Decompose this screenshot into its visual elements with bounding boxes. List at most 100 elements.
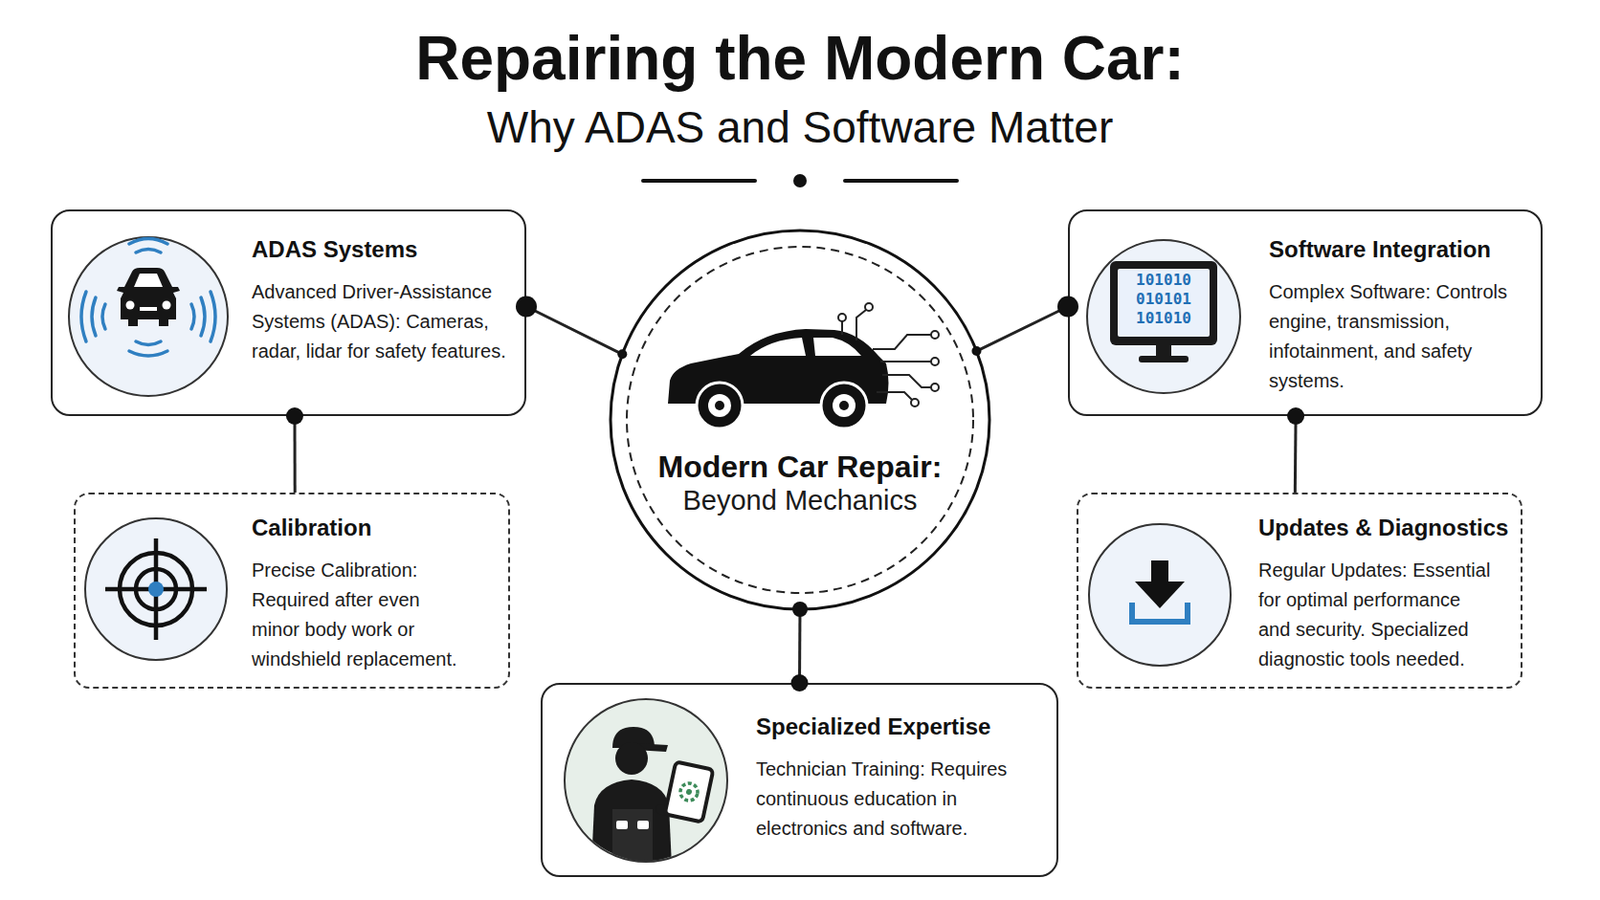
radar-waves (210, 291, 216, 342)
adas-icon (139, 307, 157, 312)
radar-waves (81, 239, 216, 357)
adas-icon (116, 267, 180, 327)
calibration-icon (135, 569, 177, 610)
tablet (678, 781, 699, 802)
text-group: Specialized ExpertiseTechnician Training… (755, 712, 1020, 845)
tablet (665, 761, 714, 823)
detail-box: Updates & DiagnosticsRegular Updates: Es… (1076, 492, 1523, 689)
node-heading: ADAS Systems (251, 235, 520, 265)
car-illustration (750, 337, 806, 356)
technician-figure (660, 801, 683, 812)
text-group: Modern Car Repair:Beyond Mechanics (608, 449, 992, 517)
download-icon (1088, 524, 1231, 667)
binary-digits: 101010 (1125, 270, 1202, 290)
adas-icon (133, 273, 163, 288)
radar-waves (191, 304, 195, 330)
download-icon (1151, 560, 1169, 584)
car-illustration (696, 382, 743, 429)
software-icon (1110, 261, 1218, 346)
node-body: Advanced Driver-Assistance Systems (ADAS… (251, 277, 520, 367)
connector-line (798, 609, 802, 684)
calibration-icon (154, 538, 159, 641)
node-heading: Specialized Expertise (755, 712, 1020, 742)
connector-dot (971, 346, 981, 356)
connector-dot (791, 674, 809, 692)
software-icon (1117, 268, 1210, 337)
node-body: Regular Updates: Essential for optimal p… (1258, 555, 1498, 675)
info-box: ADAS SystemsAdvanced Driver-Assistance S… (50, 209, 527, 417)
circuit-nodes (838, 313, 846, 322)
binary-digits: 010101 (1125, 289, 1202, 310)
car-illustration (813, 337, 862, 356)
circuit-nodes (931, 383, 939, 392)
radar-waves (91, 297, 96, 336)
software-icon (1087, 240, 1241, 394)
text-group: CalibrationPrecise Calibration: Required… (251, 513, 467, 675)
circuit-nodes (931, 331, 939, 339)
circle-outline (608, 228, 992, 612)
node-body: Complex Software: Controls engine, trans… (1268, 277, 1514, 397)
download-icon (1088, 524, 1231, 667)
radar-waves (135, 341, 161, 346)
node-body: Precise Calibration: Required after even… (251, 555, 467, 675)
binary-digits: 101010 (1125, 309, 1202, 329)
download-icon (1132, 602, 1188, 623)
title-divider (643, 178, 756, 183)
connector-line (292, 416, 296, 493)
circuit-nodes (838, 303, 939, 407)
technician-figure (591, 727, 683, 867)
calibration-icon (148, 581, 164, 598)
circuit-nodes (865, 303, 873, 312)
calibration-icon (85, 518, 227, 661)
hub-circle: Modern Car Repair:Beyond Mechanics (608, 228, 992, 612)
node-heading: Updates & Diagnostics (1258, 513, 1498, 543)
technician-figure (615, 742, 648, 776)
car-illustration (839, 400, 849, 411)
circle-outline (610, 230, 990, 610)
technician-figure (591, 779, 672, 867)
calibration-icon (119, 553, 193, 626)
connector-dot (1057, 296, 1079, 318)
connector-line (1293, 416, 1298, 493)
node-body: Beyond Mechanics (608, 484, 992, 517)
circuit-traces (872, 334, 932, 350)
subtitle: Why ADAS and Software Matter (0, 101, 1600, 154)
software-icon (1138, 355, 1189, 363)
technician-icon (564, 699, 728, 867)
title-divider (844, 178, 957, 183)
circuit-traces (856, 310, 867, 341)
radar-waves (81, 291, 87, 342)
info-box: Specialized ExpertiseTechnician Training… (540, 683, 1059, 878)
tablet (665, 761, 714, 823)
technician-figure (637, 821, 649, 830)
connector-dot (515, 296, 537, 318)
connector-dot (792, 601, 808, 618)
calibration-icon (105, 587, 207, 593)
circuit-traces (841, 321, 844, 335)
connector-dot (286, 407, 304, 425)
node-body: Technician Training: Requires continuous… (755, 755, 1020, 845)
circuit-traces (842, 310, 932, 400)
node-heading: Modern Car Repair: (608, 449, 992, 485)
circuit-nodes (911, 399, 919, 407)
technician-icon (564, 699, 728, 863)
software-icon (1155, 345, 1172, 357)
title-divider (793, 174, 807, 188)
text-group: ADAS SystemsAdvanced Driver-Assistance S… (251, 235, 520, 367)
node-heading: Software Integration (1268, 235, 1514, 265)
radar-waves (200, 297, 205, 336)
adas-icon (68, 237, 228, 397)
car-illustration (832, 394, 856, 418)
title-divider (643, 174, 957, 188)
text-group: Updates & DiagnosticsRegular Updates: Es… (1258, 513, 1498, 675)
adas-icon (126, 301, 135, 311)
connector-line (976, 307, 1068, 353)
software-icon (1087, 240, 1241, 394)
node-heading: Calibration (251, 513, 467, 543)
tablet (685, 788, 692, 796)
connector-dot (617, 349, 627, 359)
connector-line (526, 307, 623, 356)
car-illustration (821, 382, 867, 429)
car-illustration (714, 400, 725, 411)
